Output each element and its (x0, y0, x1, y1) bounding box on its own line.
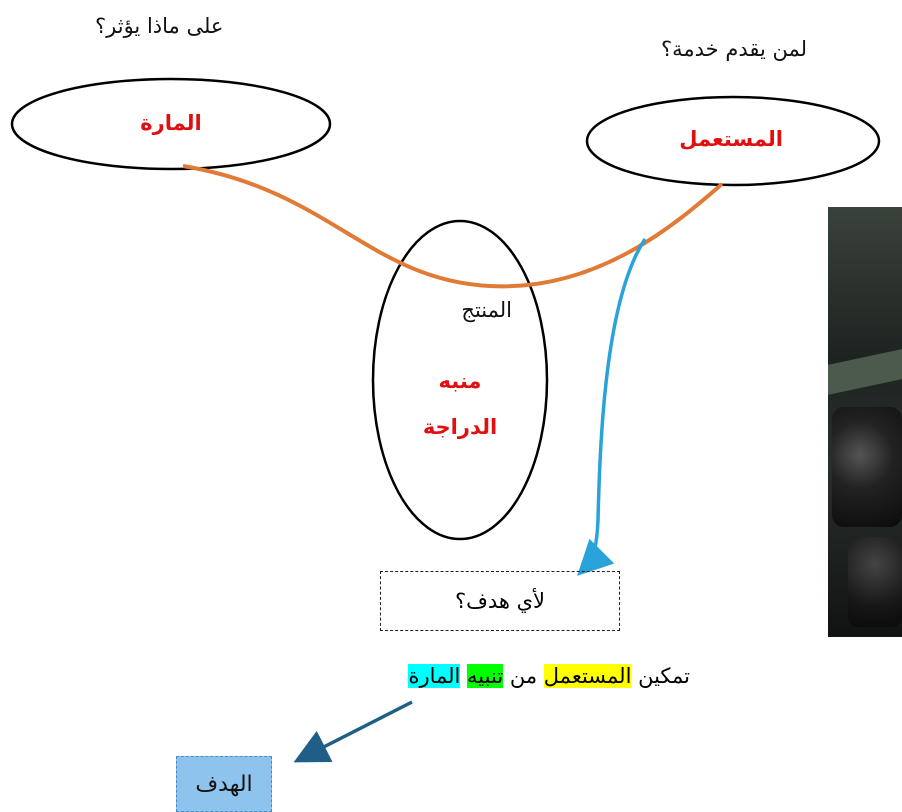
purpose-question: لأي هدف؟ (454, 589, 546, 613)
sentence-highlight-user: المستعمل (543, 664, 632, 688)
connecting-curve (182, 164, 724, 289)
product-ellipse (371, 219, 549, 541)
affects-question: على ماذا يؤثر؟ (95, 14, 224, 38)
bicycle-horn-photo (828, 207, 902, 637)
goal-sentence: تمكين المستعمل من تنبيه المارة (318, 664, 690, 688)
user-to-purpose-arrow (577, 238, 647, 576)
pedestrian-ellipse (10, 77, 332, 171)
pedestrian-label: المارة (140, 111, 202, 135)
goal-label: الهدف (195, 771, 253, 797)
sentence-word-enable: تمكين (638, 664, 690, 688)
purpose-box: لأي هدف؟ (380, 571, 620, 631)
goal-box: الهدف (176, 756, 272, 812)
sentence-word-from: من (509, 664, 538, 688)
product-name-line1: منبه (438, 369, 482, 393)
product-name-line2: الدراجة (422, 415, 498, 439)
user-label: المستعمل (679, 127, 783, 151)
sentence-highlight-pedestrian: المارة (408, 664, 461, 688)
serves-question: لمن يقدم خدمة؟ (661, 37, 808, 61)
product-label: المنتج (461, 298, 512, 322)
user-ellipse (585, 95, 881, 187)
sentence-highlight-alert: تنبيه (467, 664, 504, 688)
sentence-to-goal-arrow (293, 700, 413, 763)
